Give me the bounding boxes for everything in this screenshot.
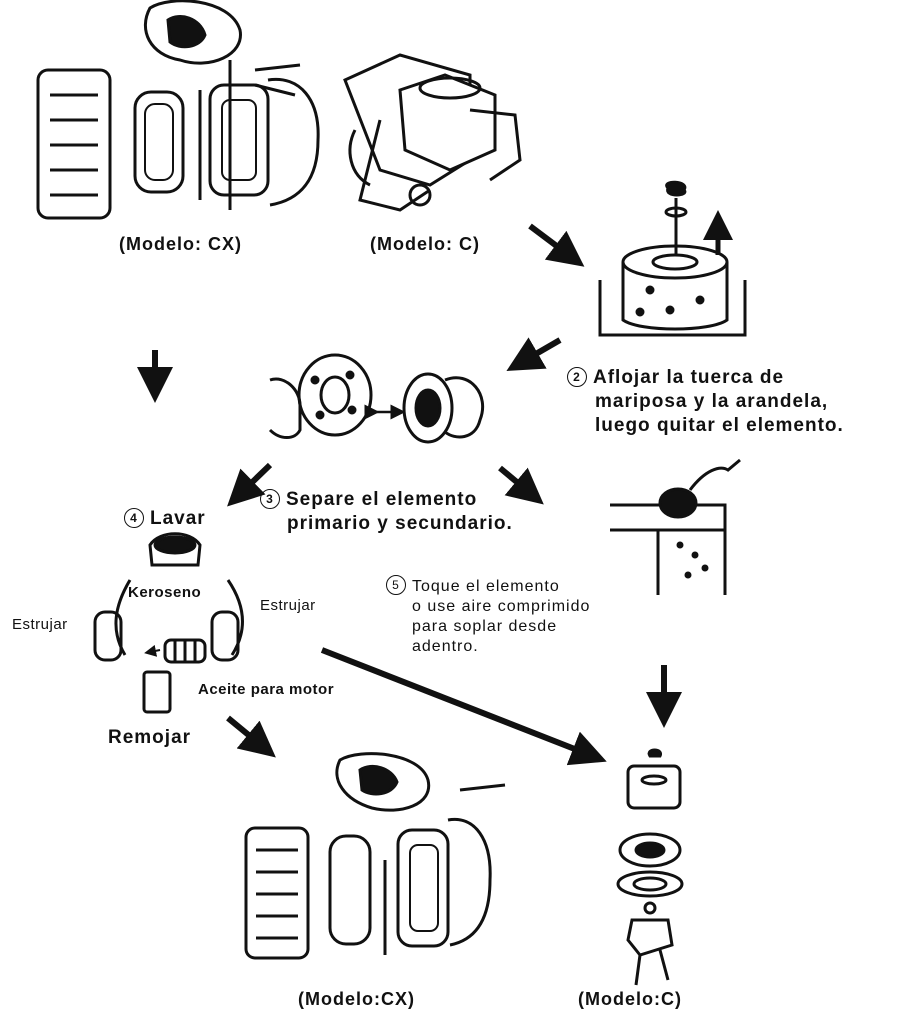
tap-element-illustration	[610, 458, 741, 595]
step-3-line-1: Separe el elemento	[286, 489, 478, 510]
wing-nut-removal-illustration	[598, 180, 747, 337]
caption-model-cx-top: (Modelo: CX)	[119, 234, 242, 254]
caption-model-cx-bottom: (Modelo:CX)	[298, 989, 415, 1009]
step-3-number: 3	[260, 489, 280, 509]
step-5-line-2: o use aire comprimido	[412, 598, 591, 615]
model-cx-top-illustration	[36, 0, 320, 220]
step-4-number: 4	[124, 508, 144, 528]
engine-oil-label: Aceite para motor	[198, 681, 335, 698]
squeeze-left-label: Estrujar	[12, 616, 68, 633]
caption-model-c-bottom: (Modelo:C)	[578, 989, 682, 1009]
element-separation-illustration	[268, 353, 485, 444]
step-3-line-2: primario y secundario.	[287, 512, 513, 534]
step-2-line-2: mariposa y la arandela,	[595, 390, 829, 412]
model-c-bottom-illustration	[616, 748, 684, 986]
step-2-number: 2	[567, 367, 587, 387]
model-cx-bottom-illustration	[244, 752, 506, 960]
kerosene-label: Keroseno	[128, 584, 202, 601]
soak-label: Remojar	[108, 727, 192, 748]
step-5-line-1: Toque el elemento	[412, 578, 560, 595]
model-c-engine-illustration	[343, 53, 522, 212]
step-5-text: 5 Toque el elemento o use aire comprimido…	[386, 575, 590, 657]
step-4-title: Lavar	[150, 508, 206, 529]
flow-arrows	[137, 223, 682, 766]
squeeze-right-label: Estrujar	[260, 597, 316, 614]
step-5-line-3: para soplar desde	[412, 618, 558, 635]
step-2-line-3: luego quitar el elemento.	[595, 414, 844, 436]
step-4-text: 4 Lavar	[124, 507, 206, 531]
step-2-line-1: Aflojar la tuerca de	[593, 367, 785, 388]
washing-cycle-illustration	[93, 532, 244, 714]
step-5-number: 5	[386, 575, 406, 595]
step-3-text: 3 Separe el elemento primario y secundari…	[260, 488, 513, 536]
step-5-line-4: adentro.	[412, 638, 479, 655]
step-2-text: 2 Aflojar la tuerca de mariposa y la aran…	[567, 366, 844, 437]
caption-model-c-top: (Modelo: C)	[370, 234, 480, 254]
